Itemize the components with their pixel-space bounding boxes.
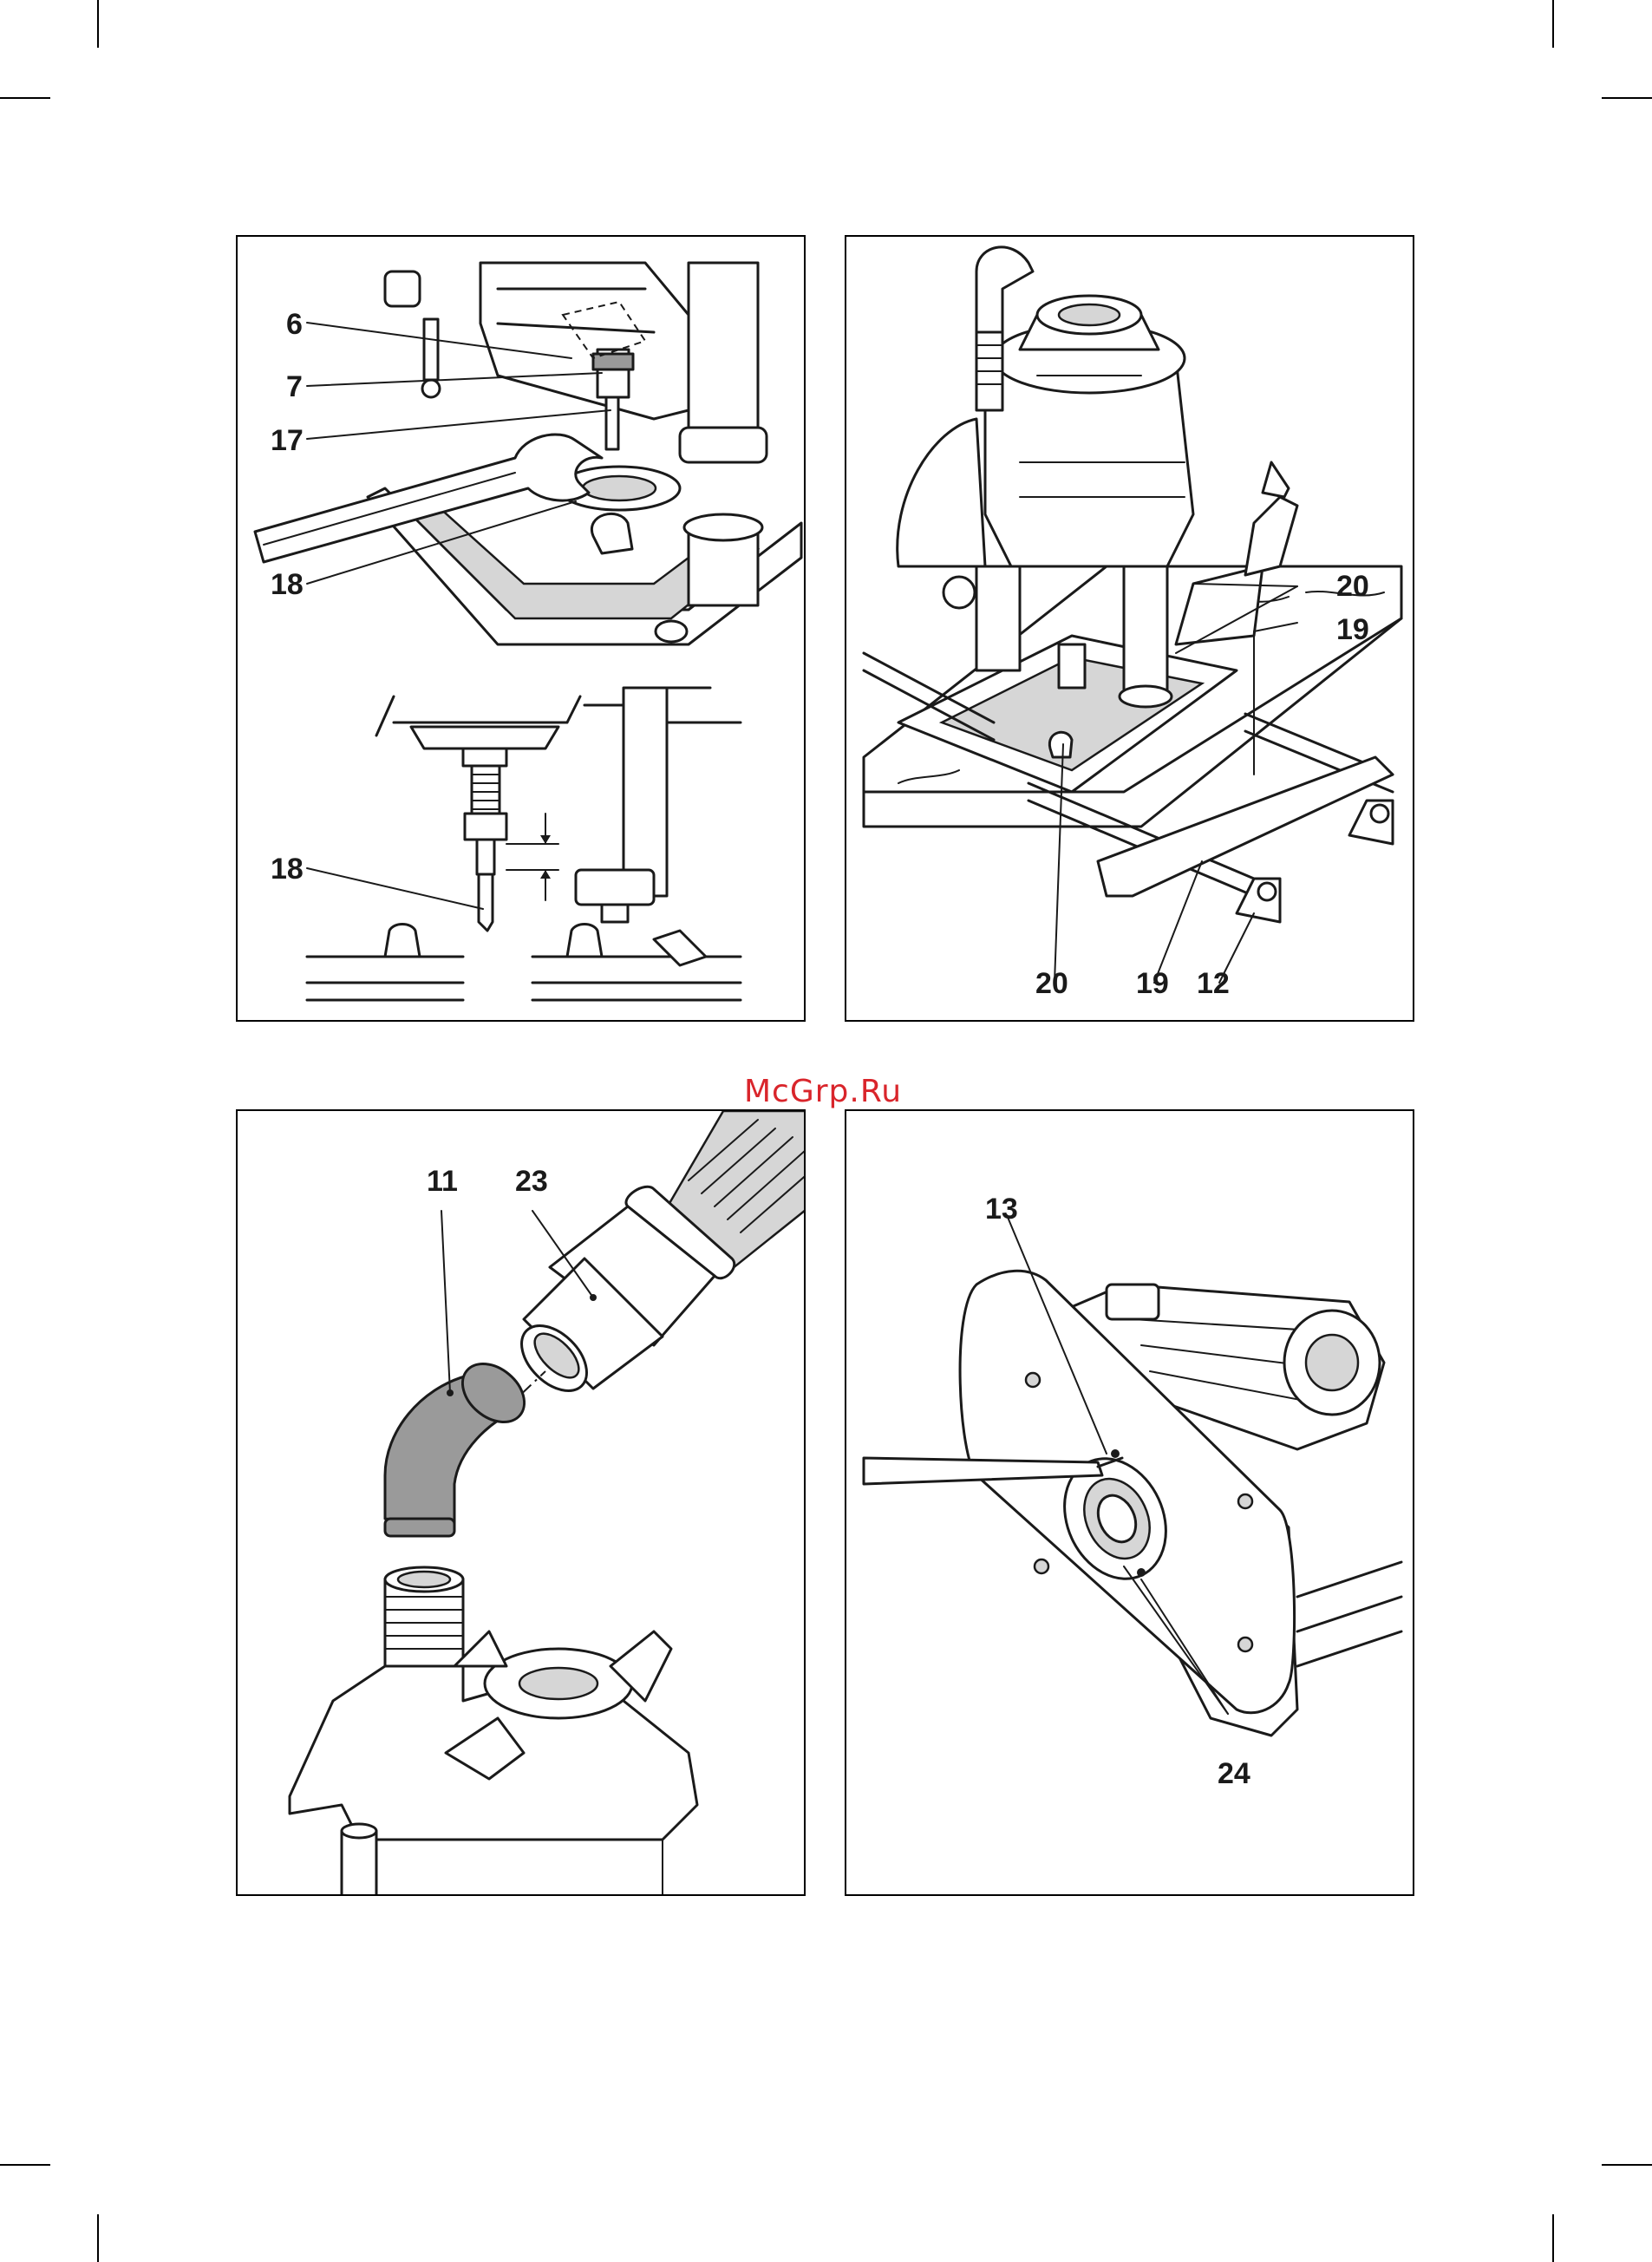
crop-mark bbox=[1602, 2164, 1652, 2166]
watermark-text: McGrp.Ru bbox=[744, 1074, 902, 1109]
callout-label-20-top: 20 bbox=[1336, 572, 1369, 601]
callout-label-19-bottom: 19 bbox=[1136, 969, 1169, 998]
figure-panel-bit-installation: 6 7 17 18 18 bbox=[236, 235, 806, 1022]
callout-label-23: 23 bbox=[515, 1167, 548, 1196]
figure-panel-parallel-guide: 20 19 20 19 12 bbox=[845, 235, 1414, 1022]
figure-panel-dust-extraction: 11 23 bbox=[236, 1109, 806, 1896]
callout-label-13: 13 bbox=[985, 1194, 1018, 1224]
crop-mark bbox=[1552, 0, 1554, 48]
dust-adapter-illustration bbox=[238, 1111, 806, 1896]
callout-label-11: 11 bbox=[427, 1167, 458, 1196]
crop-mark bbox=[0, 2164, 50, 2166]
callout-label-12: 12 bbox=[1197, 969, 1230, 998]
router-guide-illustration bbox=[846, 237, 1414, 1022]
base-plate-illustration bbox=[846, 1111, 1414, 1896]
callout-label-19-top: 19 bbox=[1336, 615, 1369, 644]
crop-mark bbox=[1602, 97, 1652, 99]
callout-label-18: 18 bbox=[271, 570, 304, 599]
callout-label-6: 6 bbox=[286, 310, 303, 339]
callout-label-18-detail: 18 bbox=[271, 854, 304, 884]
crop-mark bbox=[1552, 2214, 1554, 2262]
callout-label-7: 7 bbox=[286, 372, 303, 402]
crop-mark bbox=[0, 97, 50, 99]
router-collet-illustration bbox=[238, 237, 806, 1022]
crop-mark bbox=[97, 0, 99, 48]
callout-label-20-bottom: 20 bbox=[1035, 969, 1068, 998]
callout-label-24: 24 bbox=[1218, 1759, 1250, 1788]
crop-mark bbox=[97, 2214, 99, 2262]
callout-label-17: 17 bbox=[271, 426, 304, 455]
figure-panel-base-plate: 13 24 bbox=[845, 1109, 1414, 1896]
